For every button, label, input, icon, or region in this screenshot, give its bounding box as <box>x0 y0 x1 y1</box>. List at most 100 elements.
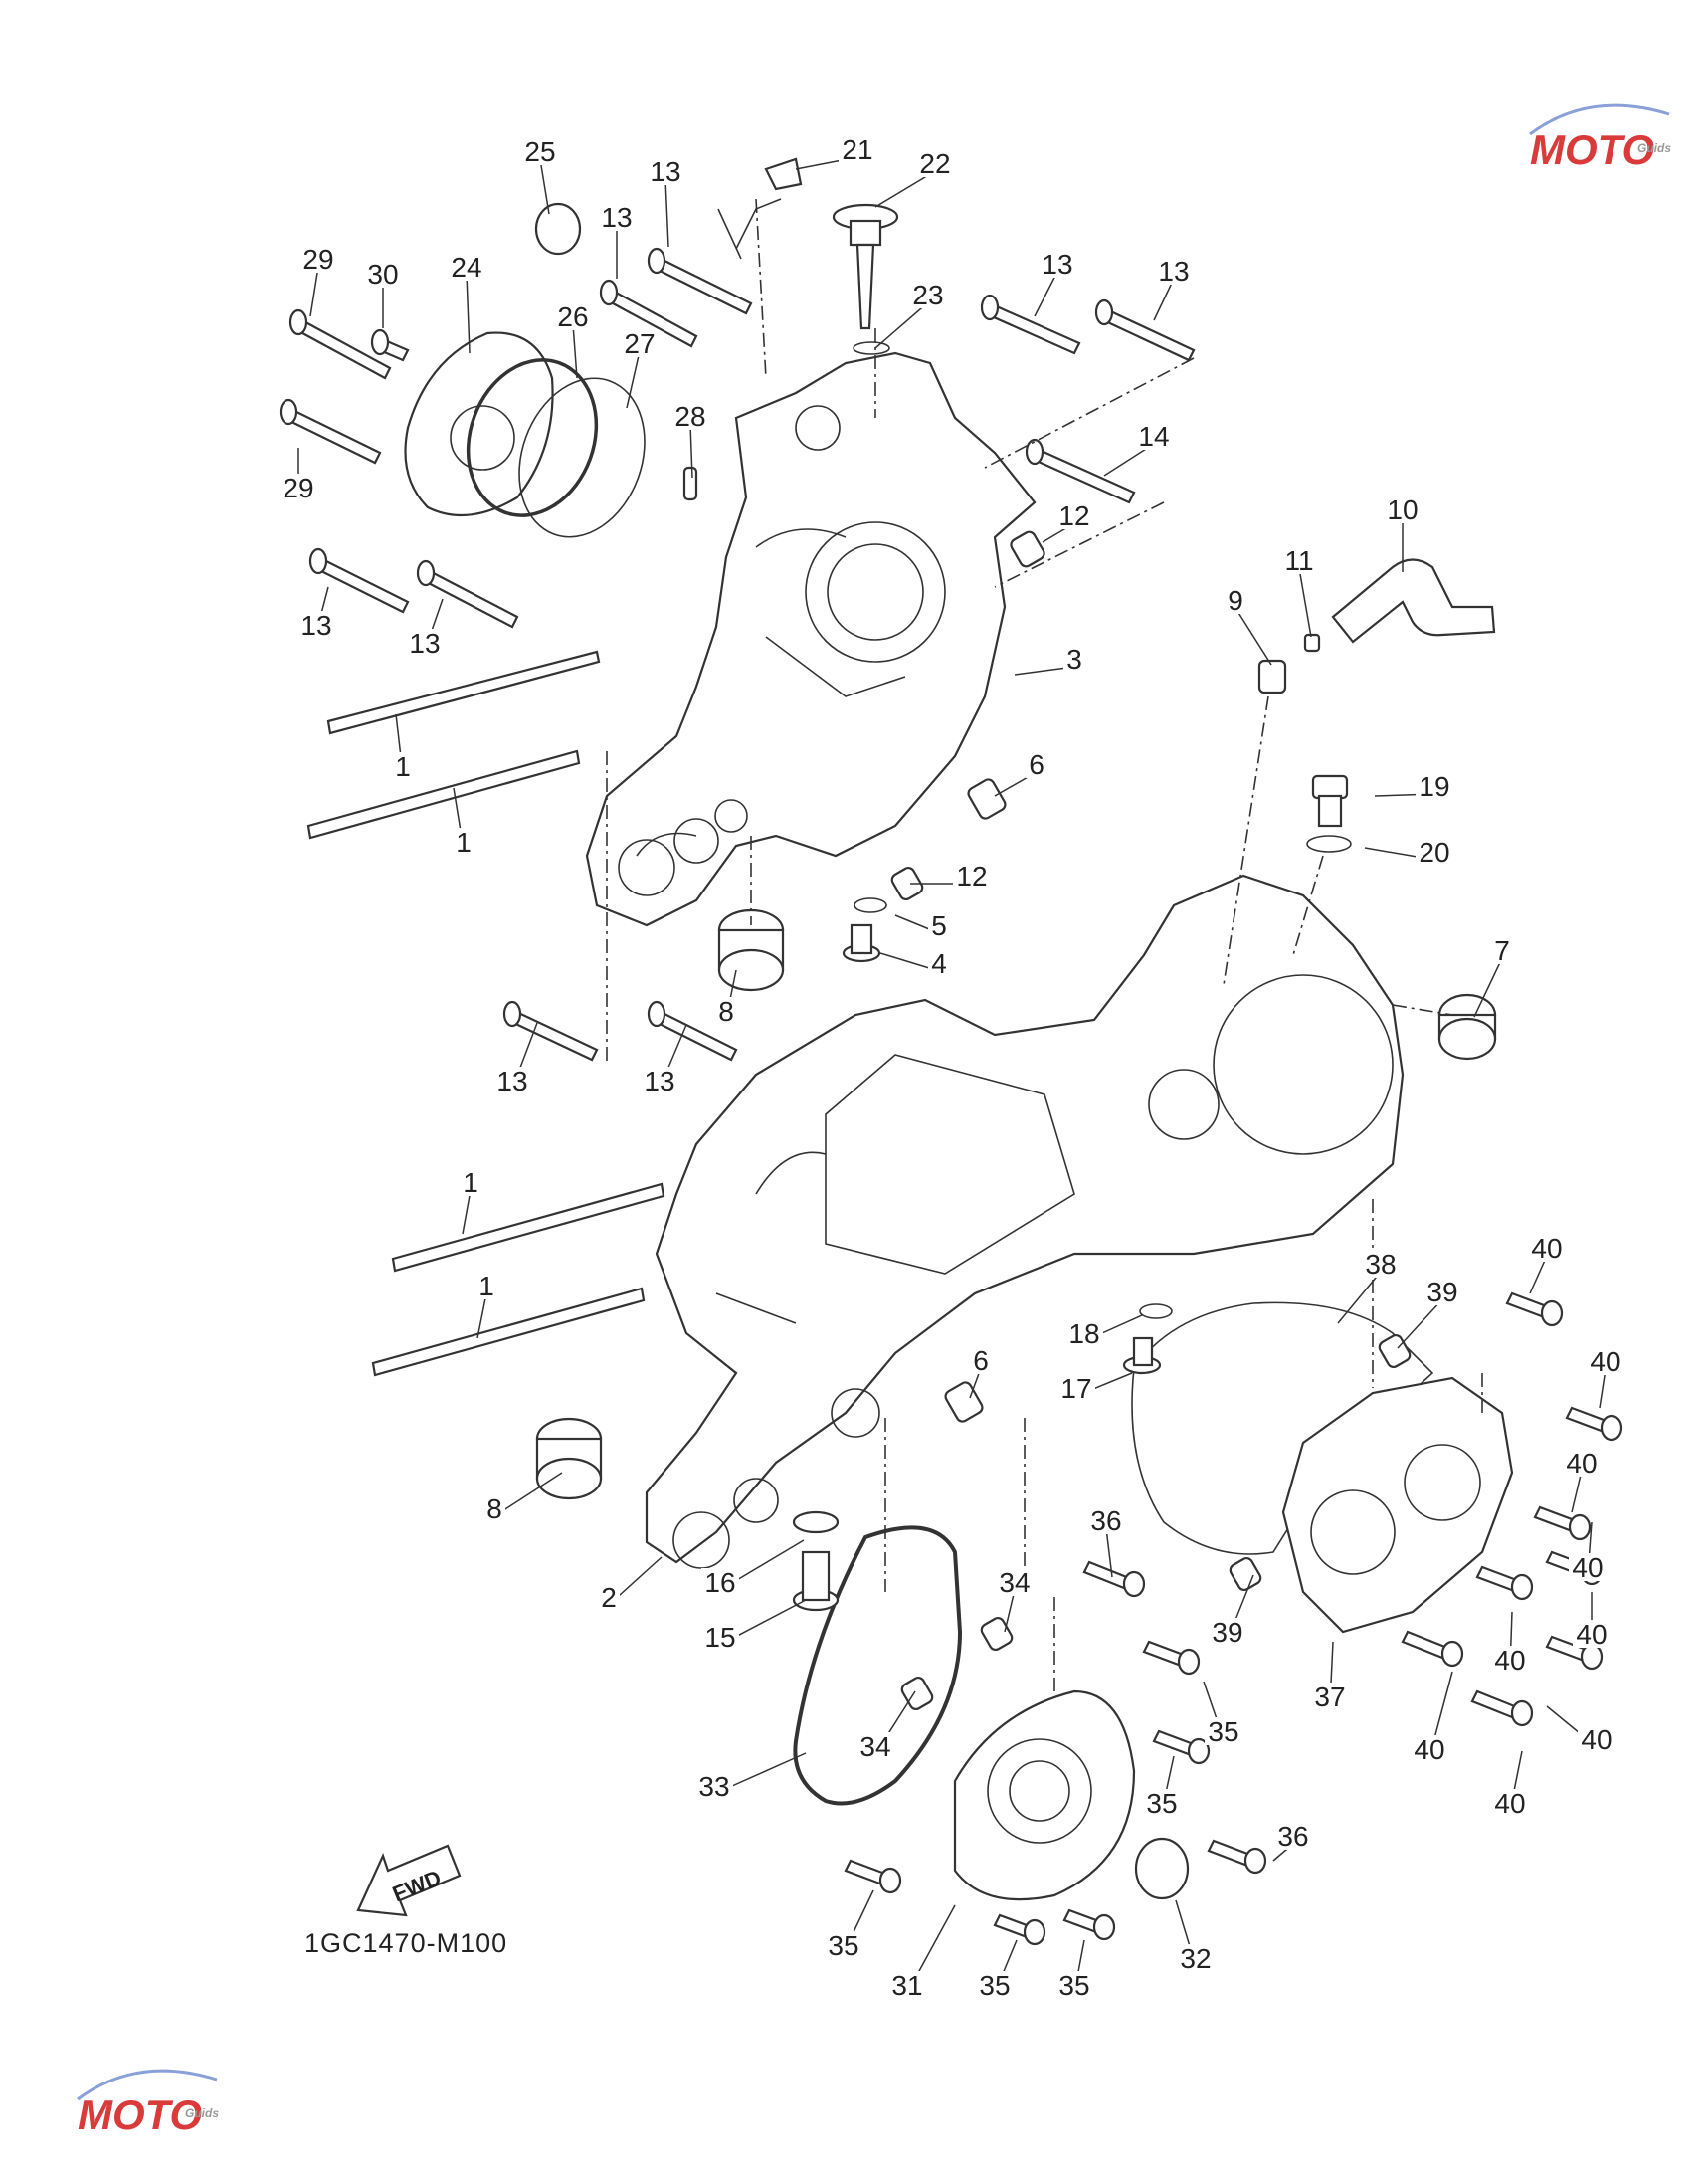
callout-label-bg <box>364 260 402 288</box>
callout-leader-8 <box>493 1472 563 1517</box>
callout-label-40: 40 <box>1590 1346 1620 1377</box>
callout-label-40: 40 <box>1576 1619 1607 1650</box>
bush-part-8-lower <box>535 1417 603 1500</box>
callout-leader-34 <box>1004 1589 1016 1633</box>
callout-label-bg <box>598 203 636 231</box>
callout-label-bg <box>671 402 709 430</box>
callout-label-bg <box>1587 1347 1624 1375</box>
callout-label-bg <box>1280 546 1318 574</box>
callout-label-31: 31 <box>891 1970 922 2001</box>
callout-label-16: 16 <box>704 1567 735 1598</box>
callout-label-37: 37 <box>1314 1682 1345 1712</box>
callout-label-38: 38 <box>1365 1249 1396 1280</box>
callout-leader-13 <box>664 178 669 248</box>
callout-label-bg <box>1528 1234 1566 1262</box>
callout-label-bg <box>695 1772 733 1800</box>
nipple-part-9 <box>1257 659 1287 694</box>
callout-label-3: 3 <box>1066 644 1082 675</box>
stud-bolts-part-1 <box>306 650 665 1377</box>
callout-label-13: 13 <box>650 156 680 187</box>
bush-part-8-upper <box>717 908 785 992</box>
watermark-subtext-top: Guids <box>1637 141 1671 155</box>
callout-label-bg <box>647 157 684 185</box>
callout-label-bg <box>825 1931 862 1959</box>
callout-label-26: 26 <box>557 301 588 332</box>
callout-leader-25 <box>539 158 550 215</box>
cover-part-37 <box>1281 1376 1514 1634</box>
callout-label-25: 25 <box>524 136 555 167</box>
callout-label-19: 19 <box>1419 771 1449 802</box>
callout-label-bg <box>448 253 485 281</box>
watermark-subtext-bottom: Guids <box>185 2106 219 2120</box>
callout-label-13: 13 <box>644 1066 674 1096</box>
callout-label-bg <box>715 997 737 1025</box>
callout-label-40: 40 <box>1494 1788 1525 1819</box>
callout-label-1: 1 <box>395 751 411 782</box>
callout-leader-26 <box>572 323 578 379</box>
callout-label-bg <box>909 281 947 308</box>
watermark-text-bottom: MOTO <box>78 2091 202 2138</box>
callout-label-32: 32 <box>1180 1943 1211 1974</box>
drain-plugs <box>792 774 1352 1612</box>
callout-label-bg <box>475 1272 497 1299</box>
callout-label-bg <box>1578 1725 1615 1753</box>
callout-label-8: 8 <box>718 996 734 1027</box>
callout-leader-28 <box>689 423 693 479</box>
dipstick-part-22 <box>832 203 899 330</box>
callout-label-bg <box>1055 501 1093 529</box>
callout-label-35: 35 <box>1208 1716 1238 1747</box>
callout-leader-39 <box>1397 1298 1443 1349</box>
callout-label-bg <box>460 1168 481 1196</box>
callout-label-6: 6 <box>1029 749 1044 780</box>
callout-label-bg <box>928 949 950 977</box>
watermark-text-top: MOTO <box>1530 126 1654 173</box>
gasket-part-38 <box>1131 1301 1434 1555</box>
oil-seal-part-32 <box>1134 1837 1190 1900</box>
gasket-part-27 <box>518 377 646 538</box>
callout-label-bg <box>493 1067 531 1094</box>
callout-label-6: 6 <box>973 1345 989 1376</box>
joint-part-11 <box>1303 633 1321 653</box>
callout-label-bg <box>888 1971 926 1999</box>
callout-label-bg <box>1573 1620 1611 1648</box>
callout-leader-29 <box>309 266 319 317</box>
callout-label-bg <box>406 629 444 657</box>
callout-label-22: 22 <box>919 148 950 179</box>
callout-label-bg <box>1563 1449 1601 1477</box>
callout-label-35: 35 <box>1058 1970 1089 2001</box>
callout-leader-9 <box>1234 607 1272 666</box>
callout-label-36: 36 <box>1090 1505 1121 1536</box>
callout-label-bg <box>1055 1971 1093 1999</box>
callout-label-40: 40 <box>1566 1448 1597 1479</box>
callout-label-27: 27 <box>624 328 655 359</box>
callout-label-bg <box>1205 1717 1242 1745</box>
callout-label-bg <box>1155 257 1193 285</box>
callout-label-bg <box>453 828 474 856</box>
callout-label-bg <box>916 149 954 177</box>
callout-leader-36 <box>1105 1527 1113 1578</box>
callout-label-bg <box>297 611 335 639</box>
clamp-part-21 <box>764 157 803 191</box>
callout-label-bg <box>299 245 337 273</box>
callout-label-40: 40 <box>1572 1552 1603 1583</box>
callout-label-1: 1 <box>463 1167 478 1198</box>
callout-label-13: 13 <box>1158 256 1189 287</box>
callout-label-bg <box>1143 1789 1181 1817</box>
callout-label-bg <box>641 1067 678 1094</box>
callout-label-bg <box>280 474 317 501</box>
callout-label-bg <box>928 911 950 939</box>
callout-label-bg <box>856 1732 894 1760</box>
callout-label-bg <box>1362 1250 1400 1278</box>
callout-label-34: 34 <box>999 1567 1030 1598</box>
dowel-pins <box>682 466 1412 1711</box>
callout-leader-1 <box>462 1189 472 1235</box>
fwd-arrow-icon: FWD <box>356 1844 462 1917</box>
callout-leader-13 <box>1153 278 1175 321</box>
callout-label-17: 17 <box>1060 1373 1091 1404</box>
callout-label-bg <box>1416 838 1453 866</box>
callout-label-28: 28 <box>674 401 705 432</box>
callout-label-bg <box>970 1346 992 1374</box>
callout-label-9: 9 <box>1228 585 1243 616</box>
callout-label-bg <box>996 1568 1034 1596</box>
